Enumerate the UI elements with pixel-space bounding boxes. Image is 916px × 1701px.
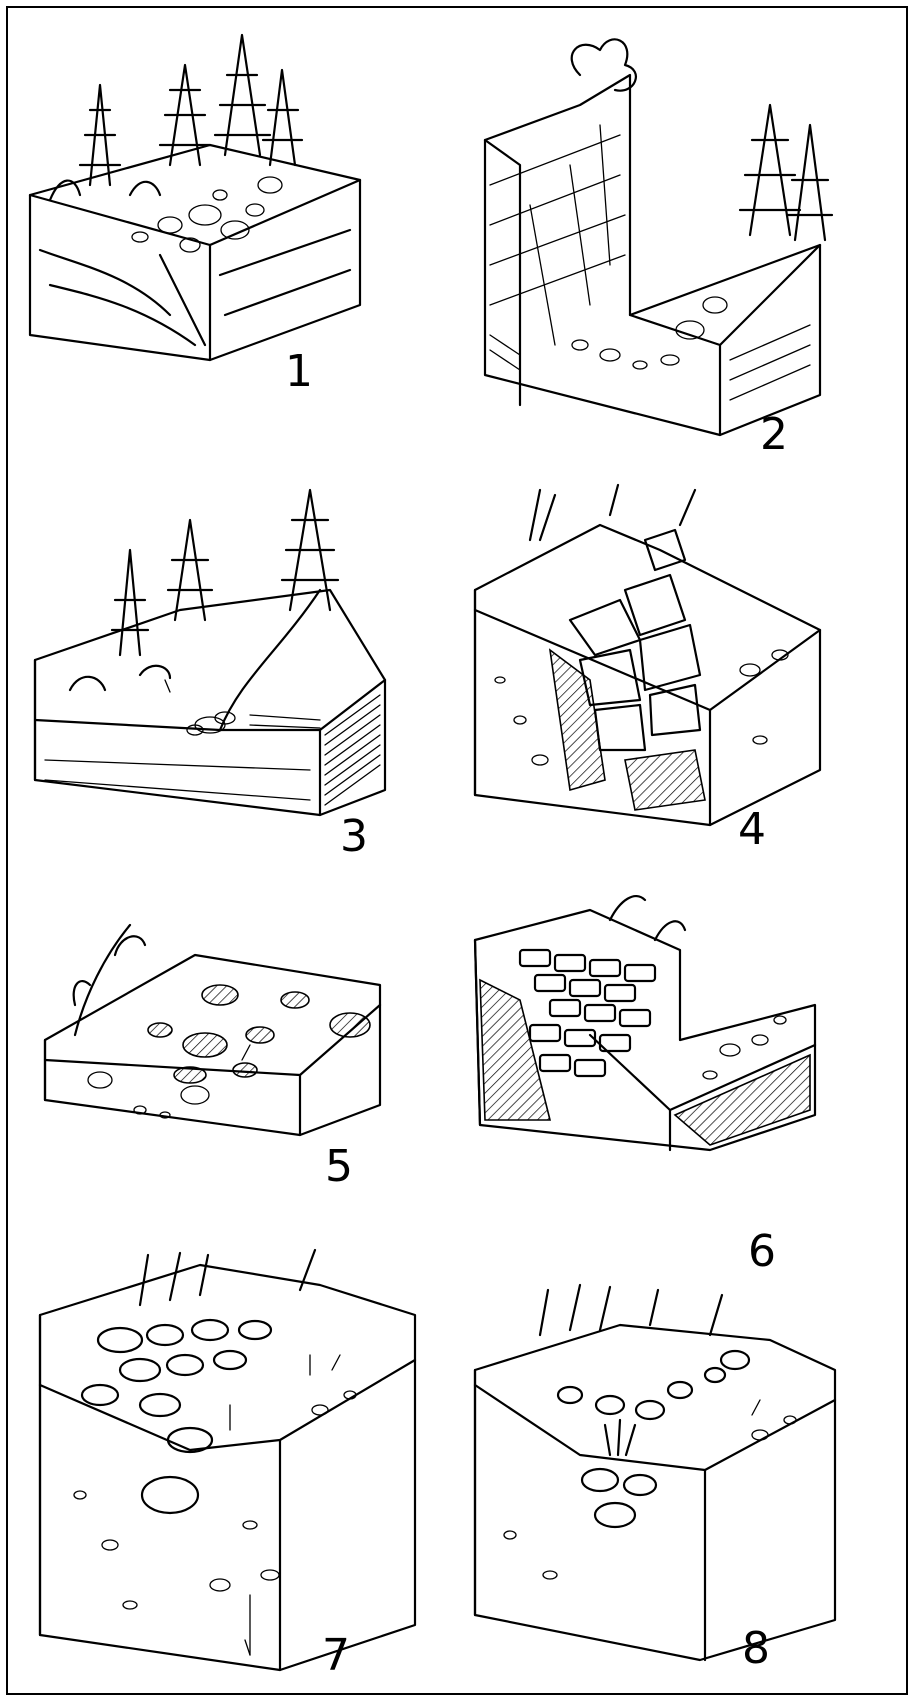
panel-3: 3 [20, 480, 450, 880]
panel-2: 2 [460, 15, 890, 475]
panel-7-label: 7 [322, 1634, 350, 1678]
panel-2-block-diagram [460, 15, 890, 475]
panel-1: 1 [20, 15, 450, 435]
panel-6: 6 [460, 880, 890, 1280]
panel-2-label: 2 [760, 413, 788, 457]
panel-7-block-diagram [20, 1245, 450, 1685]
panel-6-block-diagram [460, 880, 890, 1280]
panel-3-label: 3 [340, 815, 368, 859]
panel-4-label: 4 [738, 808, 766, 852]
panel-6-label: 6 [748, 1230, 776, 1274]
panel-1-label: 1 [285, 350, 313, 394]
panel-4: 4 [460, 480, 890, 880]
panel-4-block-diagram [460, 480, 890, 880]
panel-7: 7 [20, 1245, 450, 1685]
panel-3-block-diagram [20, 480, 450, 880]
panel-8-block-diagram [460, 1275, 890, 1685]
panel-5-label: 5 [325, 1145, 353, 1189]
panel-8: 8 [460, 1275, 890, 1685]
panel-5: 5 [20, 895, 450, 1265]
panel-1-block-diagram [20, 15, 450, 435]
panel-8-label: 8 [742, 1627, 770, 1671]
panel-5-block-diagram [20, 895, 450, 1265]
